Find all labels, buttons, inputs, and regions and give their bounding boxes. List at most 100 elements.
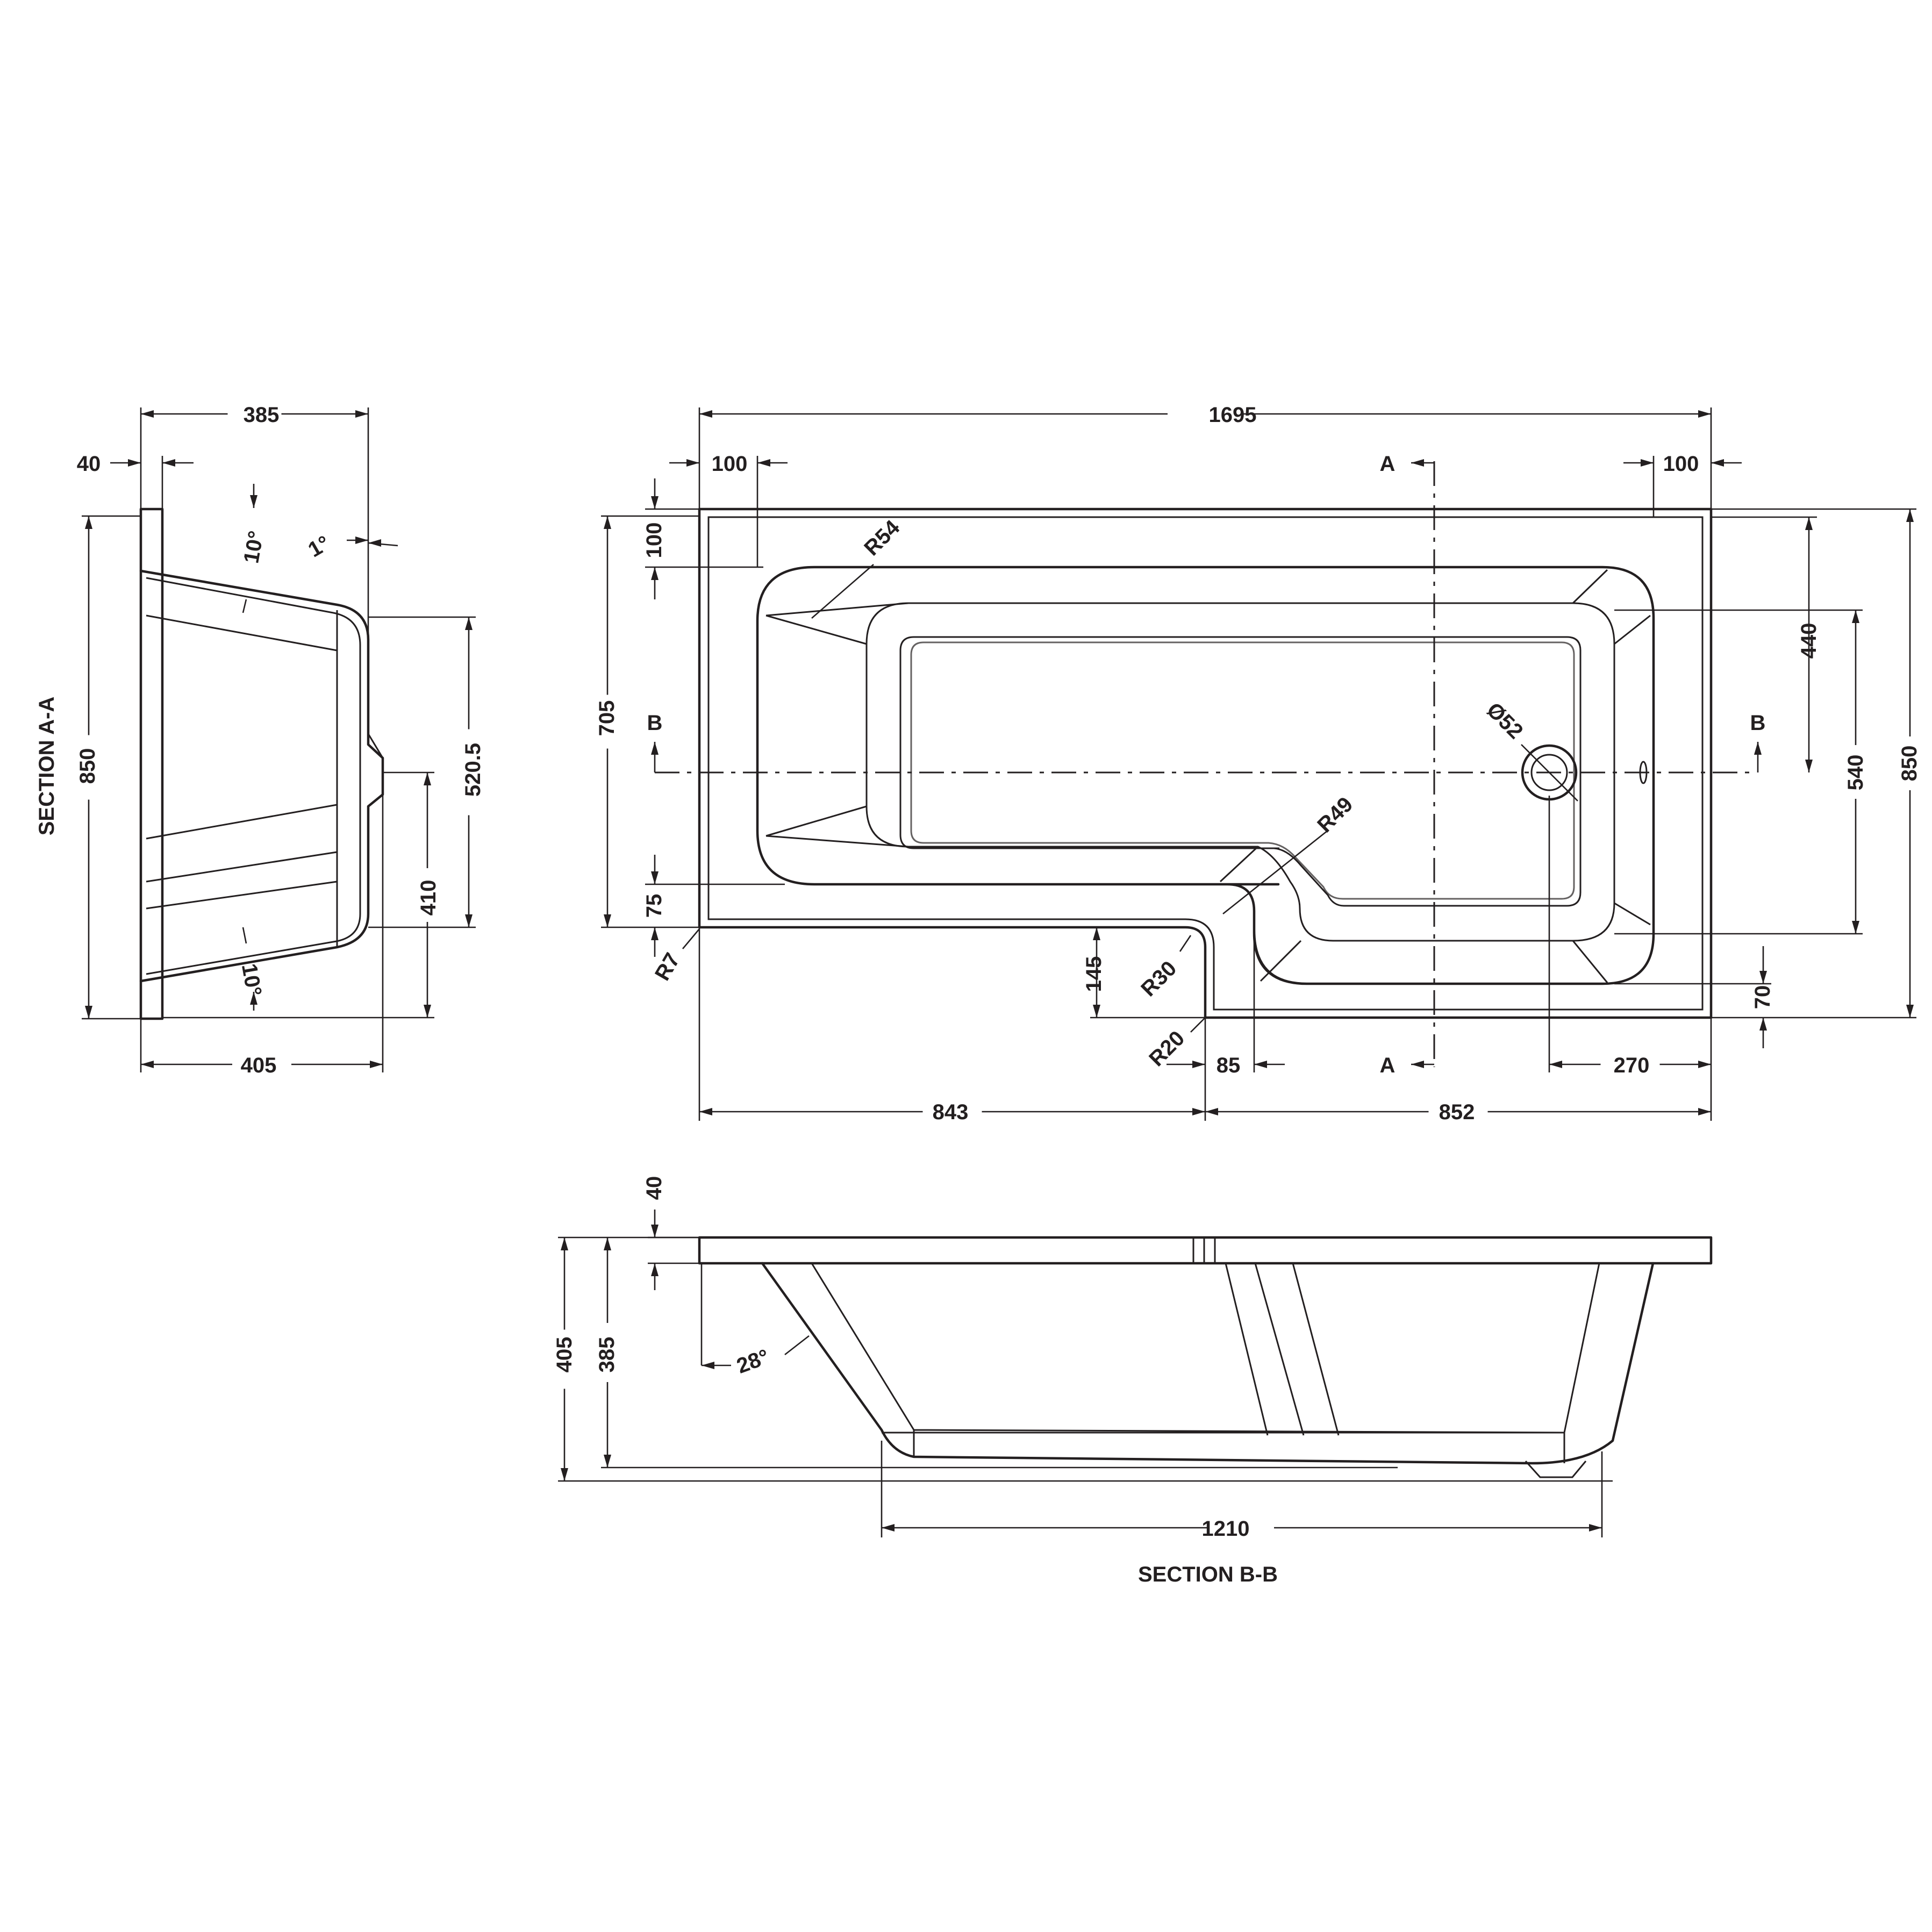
dim-bb-rim-arrow <box>651 1263 659 1276</box>
dim-waste-from-right: 270 <box>1614 1054 1650 1077</box>
section-b-arrow <box>651 742 659 755</box>
section-aa-body <box>139 569 384 983</box>
dim-right-section-arrow <box>1205 1108 1218 1115</box>
section-a-label-bottom: A <box>1380 1054 1396 1077</box>
dim-aa-top-width-arrow <box>141 410 154 418</box>
dim-aa-upper-height-arrow <box>465 914 473 927</box>
dim-bottom-rim-right-arrow <box>1759 971 1767 984</box>
dim-overall-length: 1695 <box>1209 403 1257 427</box>
dim-aa-height: 850 <box>76 748 99 784</box>
dim-waste-from-right-arrow <box>1698 1061 1711 1068</box>
radius-step-outer: R30 <box>1136 956 1181 1001</box>
dim-depth-left: 705 <box>595 700 619 736</box>
dim-aa-top-width-arrow <box>355 410 368 418</box>
dim-right-rim: 100 <box>1663 452 1699 476</box>
dim-bottom-rim-left-arrow <box>651 927 659 940</box>
section-aa-outline <box>139 507 164 1020</box>
dim-aa-rim-width: 40 <box>77 452 101 476</box>
dim-to-centreline-arrow <box>1805 517 1813 530</box>
dim-overall-width: 850 <box>1898 746 1921 782</box>
radius-top-left-leader <box>811 564 874 619</box>
radius-outer-corner: R7 <box>650 949 685 984</box>
dim-step-depth-arrow <box>1093 1005 1100 1018</box>
dim-aa-lower-height-arrow <box>424 1005 431 1018</box>
radius-step-outer-leader <box>1179 935 1192 952</box>
dim-bb-base-length-arrow <box>1589 1524 1602 1532</box>
dim-aa-lower-height: 410 <box>417 880 440 916</box>
dim-bottom-rim-right-arrow <box>1759 1018 1767 1031</box>
dim-left-section-arrow <box>699 1108 712 1115</box>
dim-bb-overall-depth: 405 <box>553 1337 576 1373</box>
radius-outer-corner-leader <box>682 928 700 949</box>
radius-top-left: R54 <box>860 516 905 561</box>
dim-step-rim: 85 <box>1217 1054 1241 1077</box>
dim-right-rim-arrow <box>1641 459 1654 467</box>
dim-bottom-rim-left: 75 <box>642 894 666 918</box>
section-aa-inner <box>146 577 361 975</box>
section-a-arrow <box>1411 1061 1424 1068</box>
plan-outer-rim-inner <box>707 516 1704 1011</box>
section-bb-title: SECTION B-B <box>1138 1563 1278 1586</box>
section-aa-panels <box>146 610 384 946</box>
dim-step-rim-arrow <box>1254 1061 1267 1068</box>
section-b-label-right: B <box>1750 711 1766 735</box>
dim-bottom-rim-left-arrow <box>651 871 659 884</box>
dim-overall-width-arrow <box>1906 1005 1914 1018</box>
section-bb-rim <box>698 1236 1713 1265</box>
dim-bb-base-length-arrow <box>882 1524 895 1532</box>
section-b-label-left: B <box>647 711 663 735</box>
dim-depth-left-arrow <box>604 914 611 927</box>
dim-bb-rim-arrow <box>651 1225 659 1237</box>
dim-inner-width-right-arrow <box>1852 610 1859 623</box>
angle-aa-bottom-arrow <box>250 992 257 1005</box>
dim-right-section-arrow <box>1698 1108 1711 1115</box>
angle-bb-end: 28° <box>734 1345 772 1378</box>
dim-aa-top-width: 385 <box>244 403 280 427</box>
angle-aa-bottom: 10° <box>237 962 266 998</box>
waste-outlet-inner <box>1530 754 1568 791</box>
dim-aa-bottom-width: 405 <box>241 1054 277 1077</box>
plan-view <box>655 461 1754 1067</box>
plan-corner-lines <box>765 569 1651 983</box>
dim-inner-width-right-arrow <box>1852 921 1859 934</box>
dim-bb-rim: 40 <box>642 1176 666 1200</box>
radius-inner-step: R49 <box>1313 792 1357 837</box>
angle-aa-top: 10° <box>239 529 268 565</box>
radius-inner-step-leader <box>1222 829 1328 915</box>
dim-aa-rim-width-arrow <box>162 459 175 467</box>
dim-aa-lower-height-arrow <box>424 772 431 785</box>
dim-top-rim-arrow <box>651 567 659 580</box>
plan-base-inner <box>899 636 1582 907</box>
dim-step-depth-arrow <box>1093 927 1100 940</box>
dim-aa-height-arrow <box>85 1006 92 1019</box>
dim-depth-left-arrow <box>604 516 611 529</box>
dim-left-section: 843 <box>933 1100 969 1124</box>
section-bb-body <box>761 1262 1655 1465</box>
angle-aa-side-arrow <box>368 539 381 547</box>
dim-bb-overall-depth-arrow <box>561 1237 568 1250</box>
angle-aa-bottom-line <box>242 927 247 944</box>
radius-step-corner-leader <box>1190 1017 1206 1033</box>
dim-to-centreline: 440 <box>1797 623 1821 659</box>
dim-top-rim: 100 <box>642 523 666 559</box>
plan-inner-rim <box>756 566 1655 985</box>
dim-aa-upper-height-arrow <box>465 617 473 630</box>
dimensions <box>82 407 1916 1537</box>
dim-aa-height-arrow <box>85 516 92 529</box>
dim-inner-width-right: 540 <box>1844 755 1867 791</box>
dim-bb-overall-depth-arrow <box>561 1468 568 1481</box>
section-b-b-view <box>698 1236 1713 1478</box>
dim-aa-rim-width-arrow <box>128 459 141 467</box>
dim-aa-bottom-width-arrow <box>141 1061 154 1068</box>
dim-left-rim: 100 <box>712 452 748 476</box>
section-bb-inner <box>811 1237 1600 1478</box>
dim-left-rim-arrow <box>757 459 770 467</box>
plan-outer-rim <box>698 507 1713 1019</box>
dim-bb-inner-depth: 385 <box>595 1337 619 1373</box>
angle-bb-end-arrow <box>702 1362 714 1369</box>
section-aa-title: SECTION A-A <box>35 697 59 836</box>
angle-bb-end-line <box>784 1335 810 1356</box>
dim-bb-inner-depth-arrow <box>604 1237 611 1250</box>
dim-waste-from-right-arrow <box>1549 1061 1562 1068</box>
